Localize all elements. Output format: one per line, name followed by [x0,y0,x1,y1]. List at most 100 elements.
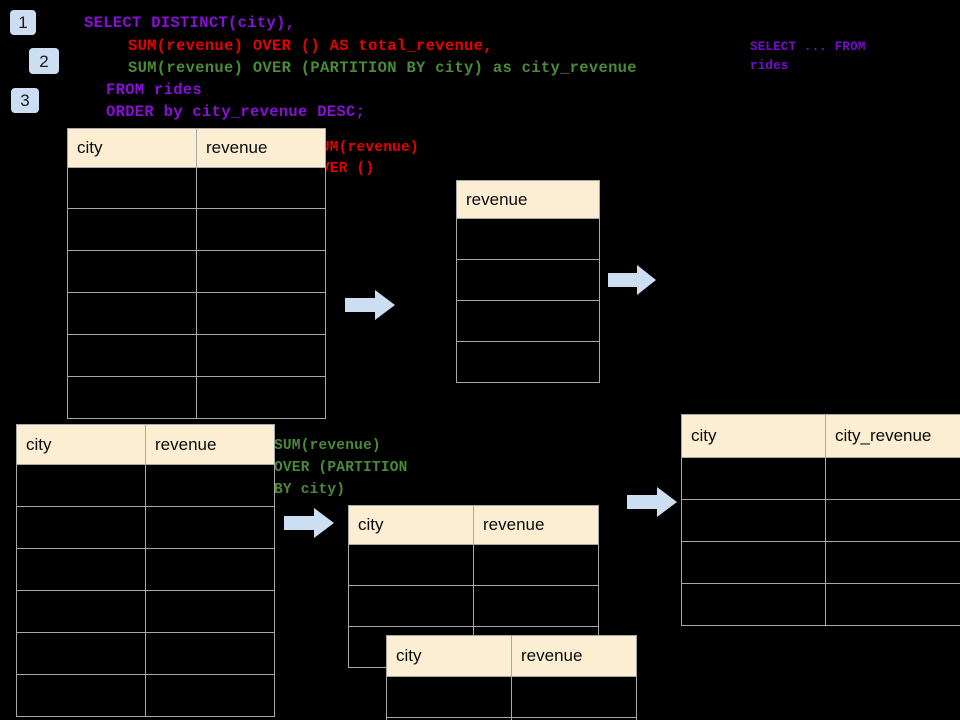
table-row [67,376,326,419]
table-row [348,585,599,627]
column-header-revenue: revenue [196,128,326,168]
cell-revenue [196,292,326,335]
table-header-row: city revenue [348,505,599,545]
cell-city [67,167,197,209]
cell-city [67,292,197,335]
annotation-select-from-rides: SELECT ... FROM rides [750,40,866,73]
cell-city [681,541,826,584]
table-row [67,250,326,293]
arrow-source-to-total-icon [345,290,395,320]
column-header-revenue: revenue [511,635,637,677]
cell-revenue [456,341,600,383]
sql-line-sum-over-empty: SUM(revenue) OVER () AS total_revenue, [128,37,493,55]
cell-city [16,590,146,633]
cell-city-revenue [825,499,960,542]
sql-line-from-rides: FROM rides [106,81,203,99]
cell-revenue [145,632,275,675]
annotation-sum-over-empty: SUM(revenue) OVER () [312,140,419,177]
table-rides-source-bottom: city revenue [16,424,275,717]
cell-city [67,250,197,293]
sql-line-sum-over-partition: SUM(revenue) OVER (PARTITION BY city) as… [128,59,637,77]
cell-city [67,376,197,419]
cell-city [681,457,826,500]
table-row [16,674,275,717]
column-header-city: city [16,424,146,465]
table-rides-source-top: city revenue [67,128,326,419]
table-header-row: city revenue [16,424,275,465]
cell-city [681,583,826,626]
cell-revenue [145,590,275,633]
table-header-row: city revenue [67,128,326,168]
column-header-revenue: revenue [473,505,599,545]
cell-revenue [456,300,600,342]
table-header-row: city revenue [386,635,637,677]
table-row [67,167,326,209]
cell-city-revenue [825,541,960,584]
cell-revenue [196,334,326,377]
table-header-row: city city_revenue [681,414,960,458]
step-badge-1: 1 [10,10,36,35]
column-header-revenue: revenue [456,180,600,219]
step-badge-2: 2 [29,48,59,74]
cell-revenue [473,544,599,586]
cell-city [386,676,512,718]
table-row [681,541,960,584]
table-header-row: revenue [456,180,600,219]
table-row [681,583,960,626]
arrow-total-to-result-icon [608,265,656,295]
table-row [681,457,960,500]
cell-city [16,674,146,717]
sql-line-order-by: ORDER by city_revenue DESC; [106,103,366,121]
sql-line-select-distinct: SELECT DISTINCT(city), [84,14,296,32]
column-header-revenue: revenue [145,424,275,465]
cell-city [16,464,146,507]
cell-city [16,632,146,675]
cell-city-revenue [825,457,960,500]
arrow-source-to-partition-icon [284,508,334,538]
table-row [386,717,637,720]
table-row [67,292,326,335]
cell-city [16,548,146,591]
table-partition-group-back: city revenue [348,505,599,668]
column-header-city-revenue: city_revenue [825,414,960,458]
cell-revenue [456,218,600,260]
cell-city [67,208,197,251]
table-row [348,544,599,586]
table-row [16,548,275,591]
table-row [67,208,326,251]
step-badge-1-label: 1 [18,13,28,32]
table-total-revenue: revenue [456,180,600,383]
cell-revenue [145,464,275,507]
table-row [456,300,600,342]
cell-city [681,499,826,542]
cell-revenue [145,674,275,717]
cell-city-revenue [825,583,960,626]
table-row [681,499,960,542]
cell-revenue [196,167,326,209]
arrow-partition-to-result-icon [627,487,677,517]
table-row [456,341,600,383]
table-row [386,676,637,718]
table-row [456,259,600,301]
table-row [16,464,275,507]
table-city-revenue-result: city city_revenue [681,414,960,626]
cell-city [348,585,474,627]
cell-revenue [196,376,326,419]
table-row [16,506,275,549]
cell-revenue [473,585,599,627]
step-badge-3: 3 [11,88,39,113]
cell-city [67,334,197,377]
column-header-city: city [386,635,512,677]
cell-revenue [456,259,600,301]
table-row [16,590,275,633]
cell-city [16,506,146,549]
table-row [16,632,275,675]
annotation-sum-over-partition: SUM(revenue) OVER (PARTITION BY city) [274,438,408,498]
cell-city [348,544,474,586]
cell-revenue [145,506,275,549]
cell-revenue [145,548,275,591]
table-row [456,218,600,260]
step-badge-3-label: 3 [20,91,30,110]
table-partition-group-front: city revenue [386,635,637,720]
